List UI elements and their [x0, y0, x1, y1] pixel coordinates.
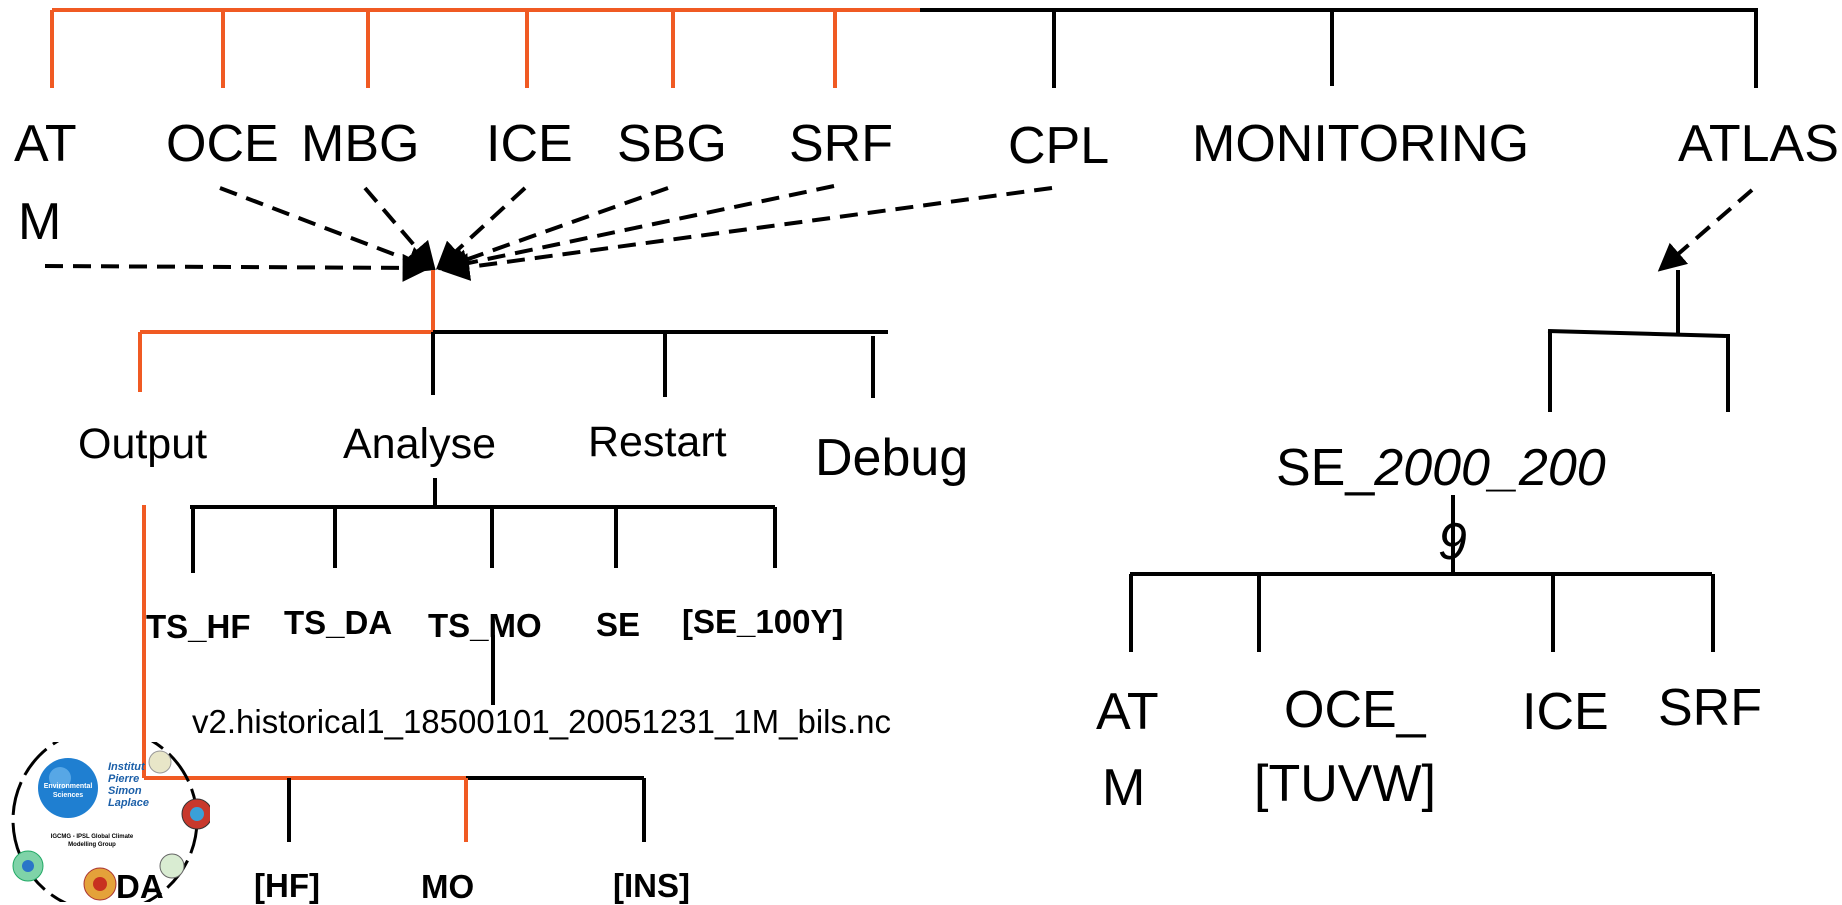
label-atm-line2: M: [18, 196, 61, 248]
label-analyse: Analyse: [343, 423, 496, 466]
label-se-period-line2: 9: [1438, 516, 1467, 568]
label-atlas-oce-line2: [TUVW]: [1254, 758, 1436, 810]
arrow-from-oce: [220, 188, 430, 268]
label-atlas-oce-line1: OCE_: [1284, 684, 1426, 736]
label-se-prefix: SE_: [1276, 439, 1374, 497]
svg-text:Environmental: Environmental: [44, 783, 93, 790]
svg-text:Laplace: Laplace: [108, 797, 149, 809]
ipsl-logo: Environmental Sciences Institut Pierre S…: [0, 742, 210, 902]
output-subtree: [144, 505, 644, 842]
label-debug: Debug: [815, 432, 968, 484]
label-se-period-part1: 2000_200: [1374, 439, 1605, 497]
label-ts-mo: TS_MO: [428, 609, 542, 642]
label-srf: SRF: [789, 118, 893, 170]
label-atlas-ice: ICE: [1522, 686, 1609, 738]
label-oce: OCE: [166, 118, 279, 170]
top-level-branches: [52, 10, 1758, 88]
label-sbg: SBG: [617, 118, 727, 170]
label-atlas: ATLAS: [1678, 118, 1839, 170]
label-mo: MO: [421, 870, 474, 903]
logo-mini-globe-1: [149, 751, 171, 773]
label-example-file: v2.historical1_18500101_20051231_1M_bils…: [192, 705, 891, 738]
label-hf: [HF]: [254, 869, 320, 902]
label-atlas-atm-line2: M: [1102, 762, 1145, 814]
svg-text:IGCMG - IPSL Global Climate: IGCMG - IPSL Global Climate: [51, 834, 134, 840]
bar-atlas: [1548, 331, 1726, 336]
label-atm-line1: AT: [14, 118, 77, 170]
label-se: SE: [596, 608, 640, 641]
logo-mini-globe-3: [160, 854, 184, 878]
analyse-subtree: [190, 478, 775, 705]
label-ts-da: TS_DA: [284, 606, 392, 639]
arrow-from-atm: [45, 266, 425, 268]
arrow-from-cpl: [447, 188, 1052, 270]
label-monitoring: MONITORING: [1192, 118, 1529, 170]
label-cpl: CPL: [1008, 120, 1109, 172]
svg-text:Institut: Institut: [108, 761, 146, 773]
label-ice: ICE: [486, 118, 573, 170]
arrow-from-atlas: [1662, 190, 1752, 268]
arrow-from-mbg: [365, 188, 432, 266]
svg-text:Simon: Simon: [108, 785, 142, 797]
label-atlas-atm-line1: AT: [1096, 686, 1159, 738]
label-output: Output: [78, 423, 207, 466]
label-se-100y: [SE_100Y]: [682, 605, 843, 638]
label-restart: Restart: [588, 421, 727, 464]
svg-text:Pierre: Pierre: [108, 773, 139, 785]
svg-text:Sciences: Sciences: [53, 792, 83, 799]
component-arrows: [45, 186, 1752, 270]
label-mbg: MBG: [301, 118, 419, 170]
label-atlas-srf: SRF: [1658, 682, 1762, 734]
component-subtree: [140, 270, 888, 398]
label-ts-hf: TS_HF: [146, 610, 251, 643]
label-ins: [INS]: [613, 869, 690, 902]
label-se-period-line1: SE_2000_200: [1276, 442, 1606, 494]
svg-text:Modelling Group: Modelling Group: [68, 842, 116, 848]
